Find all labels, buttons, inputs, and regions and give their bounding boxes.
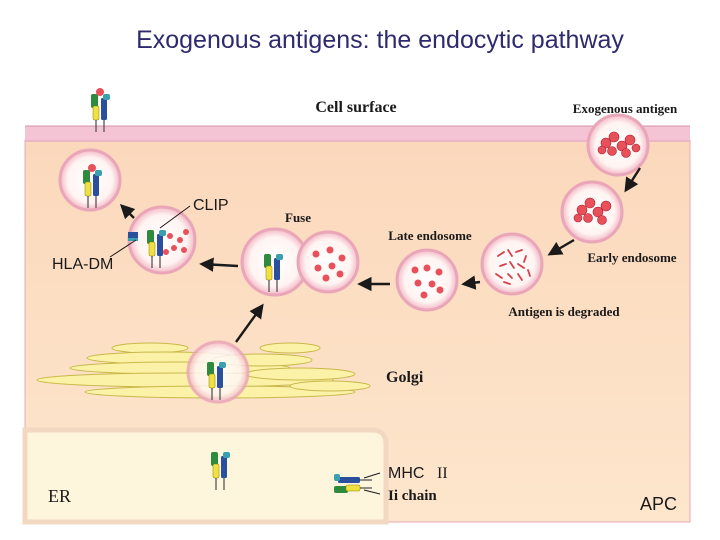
label-apc: APC [640, 494, 677, 514]
cell-membrane [25, 126, 690, 142]
hla-dm-peptides [163, 229, 189, 255]
slide-title: Exogenous antigens: the endocytic pathwa… [136, 26, 624, 54]
vesicle-antigen-2 [560, 180, 624, 244]
label-er: ER [48, 486, 71, 506]
label-mhc-class: II [437, 465, 448, 482]
antigen-cluster-2 [573, 197, 612, 225]
label-ii-chain: Ii chain [388, 488, 437, 504]
endoplasmic-reticulum [22, 427, 389, 525]
label-clip: CLIP [193, 197, 229, 214]
pathway-arrows [119, 167, 642, 343]
vesicle-fuse-right [296, 230, 360, 294]
antigen-cluster-1 [597, 131, 641, 158]
label-golgi: Golgi [386, 369, 424, 386]
fuse-peptides [312, 246, 346, 282]
label-early-endosome: Early endosome [587, 250, 676, 265]
label-antigen-degraded: Antigen is degraded [508, 304, 620, 319]
hla-dm-molecule [128, 232, 138, 238]
mhc-surface-molecule [90, 88, 111, 133]
label-fuse: Fuse [285, 210, 311, 225]
mhc-vesicle-peptide [82, 164, 103, 209]
label-exogenous-antigen: Exogenous antigen [573, 101, 678, 116]
label-cell-surface: Cell surface [315, 99, 396, 116]
label-mhc: MHC [388, 465, 424, 482]
late-endosome-peptides [411, 264, 444, 299]
vesicle-late-endosome [395, 248, 459, 312]
label-late-endosome: Late endosome [388, 228, 472, 243]
label-hla-dm: HLA-DM [52, 256, 113, 273]
antigen-degraded-fragments [495, 249, 531, 285]
label-leader-lines [109, 205, 381, 495]
